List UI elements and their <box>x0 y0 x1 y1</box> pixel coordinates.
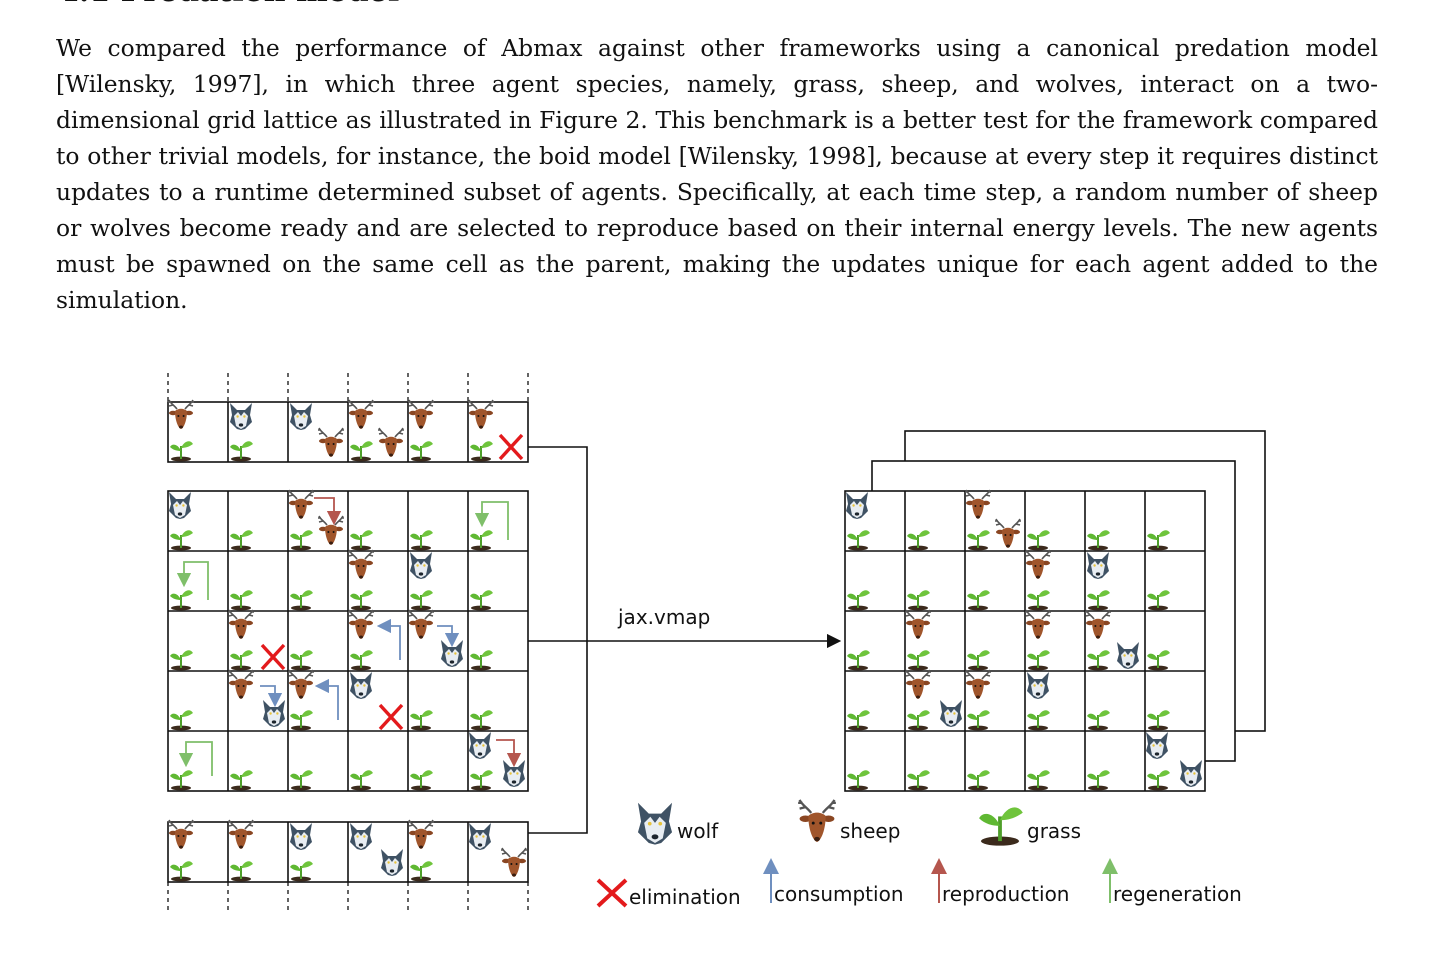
sheep-icon <box>467 399 495 430</box>
grass-icon <box>409 709 434 732</box>
grass-icon <box>349 589 374 612</box>
wolf-icon <box>637 802 673 845</box>
elimination-icon <box>596 878 628 908</box>
grass-icon <box>977 805 1025 848</box>
section-heading: 4.1 Predation model <box>58 0 399 9</box>
action-marks <box>176 433 524 776</box>
sheep-icon <box>287 489 315 520</box>
sheep-icon <box>317 515 345 546</box>
legend-elimination-label: elimination <box>629 885 741 909</box>
grass-icon <box>229 440 254 463</box>
grass-icon <box>229 860 254 883</box>
legend-regeneration-label: regeneration <box>1113 882 1242 906</box>
sheep-icon <box>347 549 375 580</box>
sheep-icon <box>227 819 255 850</box>
grass-icon <box>289 529 314 552</box>
legend-grass: grass <box>977 805 1081 848</box>
wolf-icon <box>469 823 491 850</box>
wolf-icon <box>469 732 491 759</box>
grass-icon <box>169 529 194 552</box>
wolf-icon <box>263 700 285 727</box>
grass-icon <box>469 529 494 552</box>
grass-icon <box>169 860 194 883</box>
sheep-icon <box>227 609 255 640</box>
sheep-icon <box>167 399 195 430</box>
vmap-label: jax.vmap <box>617 605 710 629</box>
sheep-icon <box>287 669 315 700</box>
grass-icon <box>409 529 434 552</box>
wolf-icon <box>169 492 191 519</box>
grass-icon <box>289 649 314 672</box>
grass-icon <box>289 709 314 732</box>
grass-icon <box>229 649 254 672</box>
sheep-icon <box>227 669 255 700</box>
sheep-icon <box>407 819 435 850</box>
grass-icon <box>469 769 494 792</box>
wolf-icon <box>381 849 403 876</box>
grass-icon <box>349 440 374 463</box>
grass-icon <box>169 440 194 463</box>
grass-icon <box>349 649 374 672</box>
grass-icon <box>349 769 374 792</box>
grass-icon <box>409 860 434 883</box>
sheep-icon <box>500 847 528 878</box>
sheep-icon <box>347 609 375 640</box>
grass-icon <box>409 769 434 792</box>
wolf-icon <box>350 672 372 699</box>
sheep-icon <box>317 427 345 458</box>
grass-icon <box>469 440 494 463</box>
grass-icon <box>409 440 434 463</box>
legend-wolf: wolf <box>637 802 719 845</box>
grass-icon <box>409 589 434 612</box>
grass-icon <box>469 589 494 612</box>
grass-icon <box>169 769 194 792</box>
wolf-icon <box>230 403 252 430</box>
legend-sheep: sheep <box>796 798 900 844</box>
sheep-icon <box>347 399 375 430</box>
grass-icon <box>229 529 254 552</box>
legend-consumption: consumption <box>763 858 904 906</box>
vmap-arrow: jax.vmap <box>587 605 842 649</box>
grass-icon <box>289 589 314 612</box>
legend-reproduction-label: reproduction <box>942 882 1069 906</box>
legend-sheep-label: sheep <box>840 819 900 843</box>
grass-icon <box>469 649 494 672</box>
wolf-icon <box>503 760 525 787</box>
sheep-icon <box>167 819 195 850</box>
grass-icon <box>169 649 194 672</box>
grass-icon <box>169 709 194 732</box>
legend-wolf-label: wolf <box>677 819 719 843</box>
legend-elimination: elimination <box>596 878 741 909</box>
left-lattice <box>167 373 588 912</box>
sheep-icon <box>796 798 838 844</box>
sheep-icon <box>407 609 435 640</box>
grass-icon <box>469 709 494 732</box>
grass-icon <box>289 860 314 883</box>
wolf-icon <box>290 403 312 430</box>
grass-icon <box>229 589 254 612</box>
right-lattice-stack <box>844 430 1266 792</box>
grass-icon <box>289 769 314 792</box>
legend-reproduction: reproduction <box>931 858 1069 906</box>
sheep-icon <box>377 427 405 458</box>
grass-icon <box>229 769 254 792</box>
legend-consumption-label: consumption <box>774 882 904 906</box>
legend: wolf sheep grass elimination consumption… <box>596 798 1242 909</box>
wolf-icon <box>350 823 372 850</box>
grass-icon <box>349 529 374 552</box>
legend-grass-label: grass <box>1027 819 1081 843</box>
legend-regeneration: regeneration <box>1102 858 1242 906</box>
wolf-icon <box>441 640 463 667</box>
sheep-icon <box>407 399 435 430</box>
wolf-icon <box>410 552 432 579</box>
body-paragraph: We compared the performance of Abmax aga… <box>56 34 1378 314</box>
grass-icon <box>169 589 194 612</box>
wolf-icon <box>290 823 312 850</box>
